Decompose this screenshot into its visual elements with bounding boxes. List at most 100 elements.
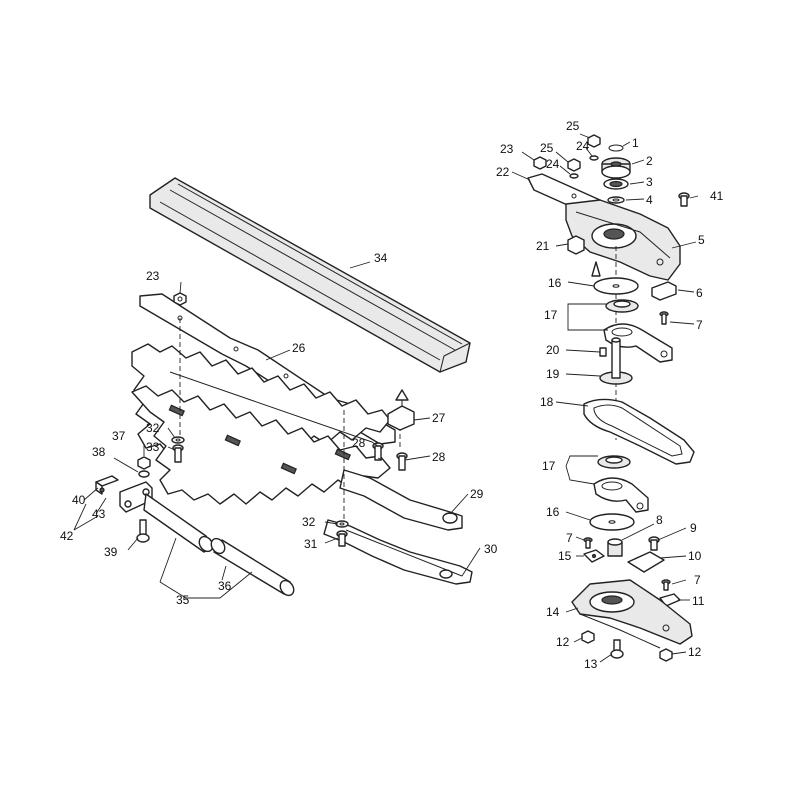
- handle-tube-36: [210, 537, 295, 597]
- callout-7c: 7: [694, 573, 701, 587]
- callout-35: 35: [176, 593, 190, 607]
- callout-labels: 1 2 3 4 5 6 7 7 7 8 9 10 11 12 12 13 14 …: [60, 119, 724, 671]
- callout-22: 22: [496, 165, 510, 179]
- callout-24b: 24: [546, 157, 560, 171]
- callout-19: 19: [546, 367, 560, 381]
- callout-23a: 23: [500, 142, 514, 156]
- handle-tube: [143, 493, 214, 553]
- callout-11: 11: [692, 594, 705, 608]
- callout-12a: 12: [556, 635, 570, 649]
- ring-17-upper: [605, 299, 639, 313]
- bolt-41: [678, 192, 690, 207]
- callout-13: 13: [584, 657, 598, 671]
- callout-18: 18: [540, 395, 554, 409]
- nut-25-a: [567, 158, 581, 172]
- washer-24-b: [589, 155, 599, 161]
- leader-lines: [73, 133, 699, 663]
- callout-16a: 16: [548, 276, 562, 290]
- callout-4: 4: [646, 193, 653, 207]
- handle-bracket: [119, 481, 153, 513]
- callout-5: 5: [698, 233, 705, 247]
- clip-6: [651, 281, 677, 301]
- nut-25-b: [587, 134, 601, 148]
- callout-27: 27: [432, 411, 446, 425]
- gear-case-5: [565, 199, 681, 281]
- washer-38: [138, 470, 150, 478]
- callout-37: 37: [112, 429, 126, 443]
- callout-36: 36: [218, 579, 232, 593]
- callout-20: 20: [546, 343, 560, 357]
- callout-7b: 7: [566, 531, 573, 545]
- callout-38: 38: [92, 445, 106, 459]
- bolt-31: [336, 530, 348, 547]
- screw-7c: [661, 579, 671, 591]
- callout-43: 43: [92, 507, 106, 521]
- callout-16b: 16: [546, 505, 560, 519]
- nut-12a: [581, 630, 595, 644]
- screw-9: [648, 536, 660, 551]
- seal-10: [627, 551, 665, 573]
- callout-23b: 23: [146, 269, 160, 283]
- callout-24a: 24: [576, 139, 590, 153]
- callout-6: 6: [696, 286, 703, 300]
- clamp-plate-40: [95, 475, 119, 495]
- callout-33: 33: [146, 440, 160, 454]
- callout-10: 10: [688, 549, 702, 563]
- callout-17b: 17: [542, 459, 556, 473]
- callout-32b: 32: [302, 515, 316, 529]
- nut-12b: [659, 648, 673, 662]
- circlip-1: [608, 144, 624, 152]
- washer-32-upper: [171, 436, 185, 444]
- bolt-39: [136, 519, 150, 543]
- bolt-33: [172, 444, 184, 463]
- callout-3: 3: [646, 175, 653, 189]
- blade-bar-29: [339, 469, 463, 531]
- callout-14: 14: [546, 605, 560, 619]
- callout-8: 8: [656, 513, 663, 527]
- washer-4: [607, 196, 625, 204]
- callout-26: 26: [292, 341, 306, 355]
- arrow-indicator: [591, 261, 601, 277]
- disc-16-lower: [589, 513, 635, 531]
- callout-2: 2: [646, 154, 653, 168]
- screw-7b: [583, 537, 593, 549]
- callout-9: 9: [690, 521, 697, 535]
- bolt-28b: [396, 452, 408, 471]
- callout-12b: 12: [688, 645, 702, 659]
- callout-25a: 25: [566, 119, 580, 133]
- gasket-18: [583, 398, 695, 465]
- callout-34: 34: [374, 251, 388, 265]
- callout-32a: 32: [146, 421, 160, 435]
- pin-20: [599, 347, 607, 357]
- nut-23-right: [533, 156, 547, 170]
- shaft-19: [599, 337, 633, 385]
- disc-16-upper: [593, 277, 639, 295]
- washer-24-a: [569, 173, 579, 179]
- callout-39: 39: [104, 545, 118, 559]
- callout-21: 21: [536, 239, 550, 253]
- nut-23-left: [173, 292, 187, 306]
- callout-31: 31: [304, 537, 318, 551]
- bolt-13: [610, 639, 624, 659]
- callout-15: 15: [558, 549, 572, 563]
- callout-28b: 28: [432, 450, 446, 464]
- bushing-8: [607, 538, 623, 557]
- callout-42: 42: [60, 529, 74, 543]
- plate-15: [583, 549, 605, 563]
- gear-case-14: [571, 579, 693, 649]
- bearing-3: [603, 178, 629, 190]
- callout-28a: 28: [352, 436, 366, 450]
- crank-17-lower: [593, 477, 649, 513]
- callout-40: 40: [72, 493, 86, 507]
- blade-cover-34: [149, 177, 471, 373]
- callout-25b: 25: [540, 141, 554, 155]
- screw-7a: [659, 311, 669, 325]
- nut-37: [137, 456, 151, 470]
- ring-17-lower: [597, 455, 631, 469]
- callout-17a: 17: [544, 308, 558, 322]
- gear-2: [601, 157, 631, 179]
- callout-30: 30: [484, 542, 498, 556]
- plug-21: [567, 235, 585, 255]
- callout-29: 29: [470, 487, 484, 501]
